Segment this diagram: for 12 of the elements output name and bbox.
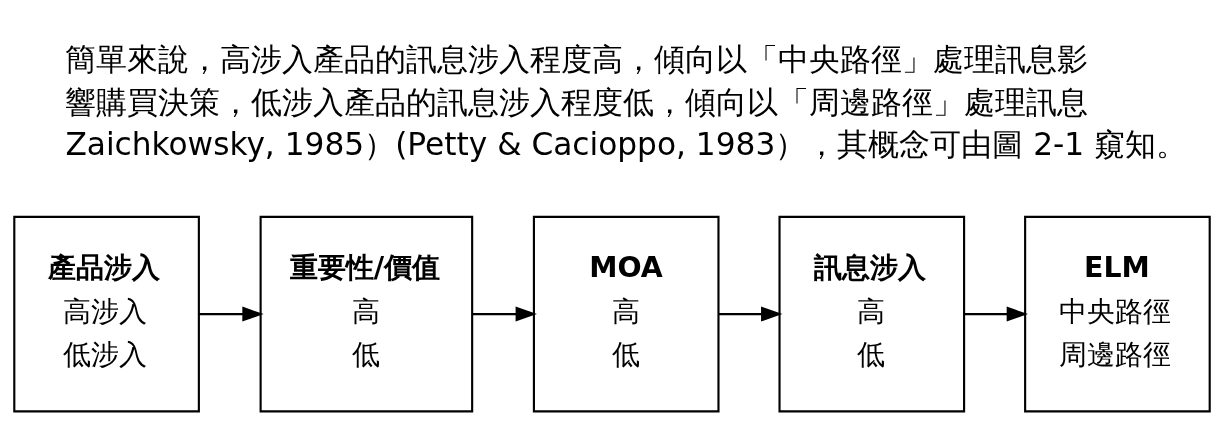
node-box: 訊息涉入 高 低 (778, 215, 966, 413)
node-box: ELM 中央路徑 周邊路徑 (1024, 215, 1211, 413)
arrow (964, 306, 1028, 322)
label: 響購買決策，低涉入產品的訊息涉入程度低，傾向以「周邊路徑」處理訊息 (65, 83, 1089, 120)
arrow (472, 306, 537, 322)
label: 簡單來說，高涉入產品的訊息涉入程度高，傾向以「中央路徑」處理訊息影 (65, 41, 1089, 78)
node-box: 重要性/價值 高 低 (259, 215, 474, 413)
label: Zaichkowsky, 1985）(Petty & Cacioppo, 1983），其概念可由圖 2-1 窺知。 (65, 126, 1188, 163)
arrow (718, 306, 783, 322)
node-box: 產品涉入 高涉入 低涉入 (13, 215, 200, 413)
node-box: MOA 高 低 (532, 215, 720, 413)
arrow (198, 306, 264, 322)
